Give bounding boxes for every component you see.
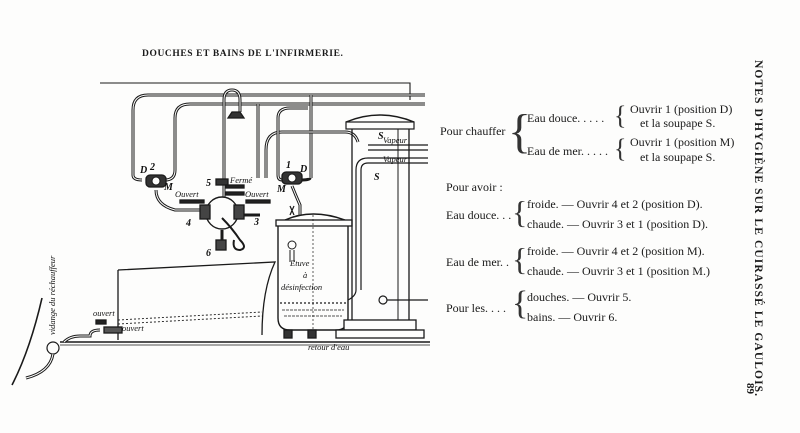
label-valve-3: 3 bbox=[253, 217, 259, 228]
avoir-mer-label: Eau de mer. . bbox=[446, 255, 509, 269]
pour-les-brace: { bbox=[512, 285, 529, 322]
avoir-douce-brace: { bbox=[512, 194, 528, 230]
label-pos-d-left: D bbox=[139, 165, 147, 176]
label-vapeur-2: Vapeur bbox=[383, 154, 408, 164]
diagram-lines bbox=[11, 82, 430, 386]
avoir-douce-chaude: chaude. — Ouvrir 3 et 1 (position D). bbox=[527, 217, 708, 231]
avoir-douce-froide: froide. — Ouvrir 4 et 2 (position D). bbox=[527, 197, 703, 211]
pour-les-label: Pour les. . . . bbox=[446, 301, 506, 315]
label-valve-5: 5 bbox=[206, 178, 211, 189]
avoir-douce-label: Eau douce. . . bbox=[446, 208, 512, 222]
label-etuve: Etuve bbox=[289, 258, 310, 268]
pour-les-bains: bains. — Ouvrir 6. bbox=[527, 310, 618, 324]
label-ouvert-left: Ouvert bbox=[175, 189, 199, 199]
label-vidange: vidange du réchauffeur bbox=[47, 255, 57, 335]
chauffer-mer-brace: { bbox=[614, 134, 627, 163]
label-valve-1: 1 bbox=[286, 160, 291, 171]
chauffer-douce-brace: { bbox=[614, 101, 627, 130]
label-valve-4: 4 bbox=[185, 218, 191, 229]
avoir-mer-chaude: chaude. — Ouvrir 3 et 1 (position M.) bbox=[527, 264, 710, 278]
label-valve-6: 6 bbox=[206, 248, 211, 259]
label-etuve-a: à bbox=[303, 270, 307, 280]
page-number: 89 bbox=[744, 383, 756, 394]
side-running-title: NOTES D'HYGIÈNE SUR LE CUIRASSÉ LE GAULO… bbox=[752, 60, 764, 398]
label-s-tank: S bbox=[374, 172, 380, 183]
running-title: DOUCHES ET BAINS DE L'INFIRMERIE. bbox=[142, 49, 344, 59]
chauffer-douce-line2: et la soupape S. bbox=[640, 116, 716, 130]
label-s-valve: S bbox=[378, 131, 384, 142]
chauffer-douce-line1: Ouvrir 1 (position D) bbox=[630, 102, 733, 116]
label-ferme: Fermé bbox=[229, 175, 253, 185]
label-vapeur-1: Vapeur bbox=[383, 135, 408, 145]
label-ouvert-right: Ouvert bbox=[245, 189, 269, 199]
avoir-label: Pour avoir : bbox=[446, 180, 503, 194]
label-pos-m-left: M bbox=[163, 182, 174, 193]
chauffer-mer-line2: et la soupape S. bbox=[640, 150, 716, 164]
label-pos-d-right: D bbox=[299, 164, 307, 175]
label-ouvert-bath-1: ouvert bbox=[93, 308, 115, 318]
chauffer-mer-label: Eau de mer. . . . . bbox=[527, 144, 608, 158]
label-pos-m-right: M bbox=[276, 184, 287, 195]
chauffer-label: Pour chauffer bbox=[440, 124, 506, 138]
avoir-mer-froide: froide. — Ouvrir 4 et 2 (position M). bbox=[527, 244, 705, 258]
label-desinfection: désinfection bbox=[281, 282, 322, 292]
ceiling-line bbox=[100, 82, 411, 100]
pour-les-douches: douches. — Ouvrir 5. bbox=[527, 290, 632, 304]
label-retour-eau: retour d'eau bbox=[308, 342, 349, 352]
avoir-mer-brace: { bbox=[512, 241, 528, 277]
chauffer-brace: { bbox=[508, 105, 532, 158]
label-valve-2: 2 bbox=[149, 162, 155, 173]
label-ouvert-bath-2: ouvert bbox=[122, 323, 144, 333]
chauffer-douce-label: Eau douce. . . . . bbox=[527, 111, 605, 125]
chauffer-mer-line1: Ouvrir 1 (position M) bbox=[630, 135, 735, 149]
